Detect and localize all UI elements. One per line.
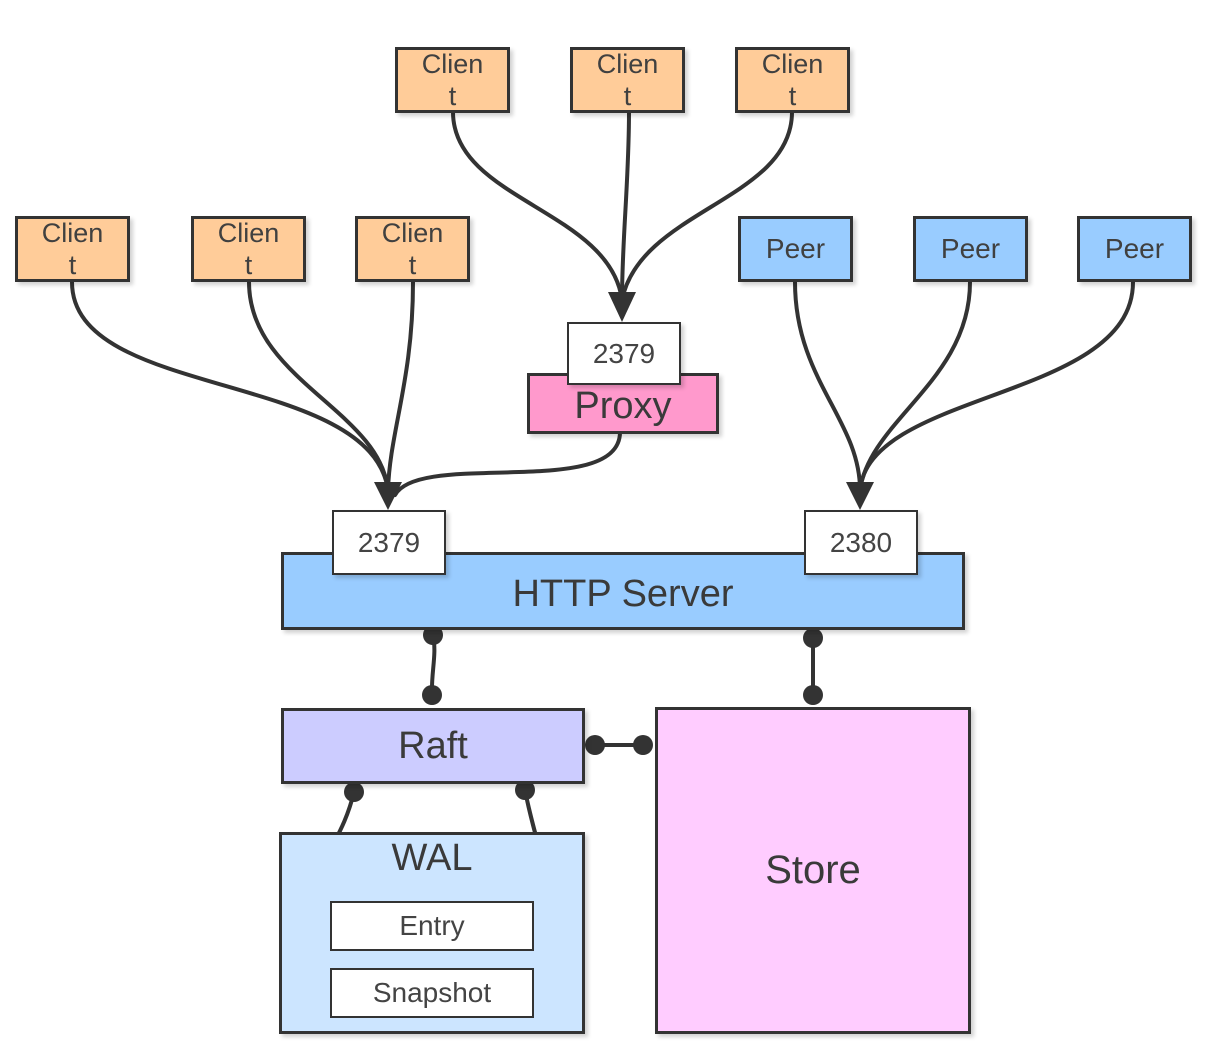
wal-snapshot-label: Snapshot: [372, 977, 492, 1008]
edge-client-top-2-to-proxy: [620, 110, 631, 302]
edge-client-left-3-to-http: [386, 280, 415, 492]
peer-label: Peer: [1104, 233, 1165, 264]
arrowhead-http-peer-port: [846, 482, 874, 510]
proxy-label: Proxy: [574, 385, 672, 427]
dot-http-raft-bottom: [422, 685, 442, 705]
dot-raft-store-right: [633, 735, 653, 755]
edge-client-top-1-to-proxy: [451, 110, 624, 302]
raft-label: Raft: [398, 724, 468, 767]
dot-http-store-bottom: [803, 685, 823, 705]
client-label: Client: [381, 218, 444, 280]
client-node-left-1: Client: [15, 216, 130, 282]
arrowhead-http-client-port: [374, 482, 402, 510]
peer-node-3: Peer: [1077, 216, 1192, 282]
http-client-port-label: 2379: [357, 526, 421, 558]
peer-node-2: Peer: [913, 216, 1028, 282]
store-node: Store: [655, 707, 971, 1034]
client-node-top-3: Client: [735, 47, 850, 113]
client-node-top-1: Client: [395, 47, 510, 113]
client-label: Client: [421, 49, 484, 111]
edge-peer-3-to-http: [858, 280, 1135, 492]
wal-entry-label: Entry: [399, 910, 465, 941]
wal-snapshot: Snapshot: [330, 968, 534, 1018]
proxy-port-label: 2379: [592, 337, 656, 369]
client-node-left-3: Client: [355, 216, 470, 282]
http-server-label: HTTP Server: [512, 572, 734, 615]
store-label: Store: [765, 848, 861, 892]
peer-node-1: Peer: [738, 216, 853, 282]
dot-http-raft-top: [423, 625, 443, 645]
dot-raft-snapshot-top: [515, 780, 535, 800]
proxy-port: 2379: [567, 322, 681, 385]
dot-http-store-top: [803, 628, 823, 648]
edge-client-left-1-to-http: [70, 280, 390, 492]
peer-label: Peer: [940, 233, 1001, 264]
raft-node: Raft: [281, 708, 585, 784]
edge-client-left-2-to-http: [247, 280, 390, 492]
http-peer-port: 2380: [804, 510, 918, 575]
client-node-left-2: Client: [191, 216, 306, 282]
client-node-top-2: Client: [570, 47, 685, 113]
http-peer-port-label: 2380: [829, 526, 893, 558]
wal-entry: Entry: [330, 901, 534, 951]
dot-raft-store-left: [585, 735, 605, 755]
peer-label: Peer: [765, 233, 826, 264]
edge-peer-1-to-http: [793, 280, 862, 492]
client-label: Client: [596, 49, 659, 111]
http-client-port: 2379: [332, 510, 446, 575]
arrowhead-proxy-port: [608, 292, 636, 322]
edge-peer-2-to-http: [858, 280, 972, 492]
dot-raft-entry-top: [344, 782, 364, 802]
client-label: Client: [761, 49, 824, 111]
edge-client-top-3-to-proxy: [620, 110, 794, 302]
client-label: Client: [217, 218, 280, 280]
client-label: Client: [41, 218, 104, 280]
edge-proxy-to-http: [393, 430, 622, 497]
wal-label: WAL: [391, 837, 473, 879]
